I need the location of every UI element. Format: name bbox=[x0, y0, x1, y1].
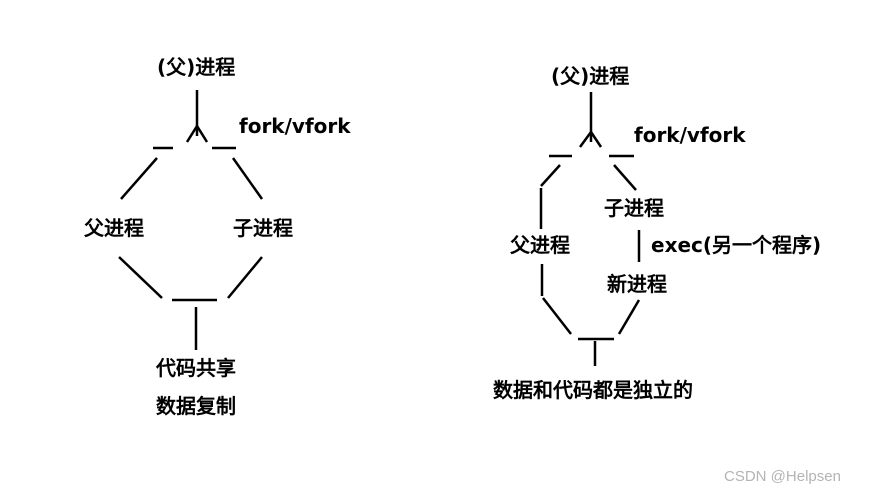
watermark-text: CSDN @Helpsen bbox=[724, 468, 841, 485]
right-result-label: 数据和代码都是独立的 bbox=[493, 378, 693, 402]
left-child-branch-label: 子进程 bbox=[233, 216, 293, 240]
right-fork-tick-left bbox=[578, 131, 593, 148]
left-lower-right-edge bbox=[227, 256, 263, 299]
right-exec-label: exec(另一个程序) bbox=[651, 233, 822, 257]
left-upper-right-edge bbox=[231, 157, 264, 200]
right-new-process-label: 新进程 bbox=[607, 272, 667, 296]
right-upper-right-edge bbox=[613, 164, 637, 191]
right-fork-label: fork/vfork bbox=[634, 123, 746, 147]
left-parent-process-label: (父)进程 bbox=[157, 55, 236, 79]
left-fork-tick-left bbox=[185, 125, 199, 143]
left-fork-tick-right bbox=[195, 125, 209, 143]
right-lower-right-edge bbox=[617, 299, 641, 335]
right-parent-branch-label: 父进程 bbox=[510, 233, 570, 257]
right-fork-tick-right bbox=[589, 131, 603, 148]
right-upper-left-edge bbox=[540, 164, 561, 187]
right-parent-process-label: (父)进程 bbox=[551, 64, 630, 88]
left-fork-label: fork/vfork bbox=[239, 114, 351, 138]
right-fork-diagram bbox=[539, 92, 641, 366]
left-result-line2: 数据复制 bbox=[156, 394, 236, 418]
left-lower-left-edge bbox=[118, 256, 163, 299]
right-lower-left-edge bbox=[542, 297, 572, 335]
left-result-line1: 代码共享 bbox=[156, 356, 236, 380]
left-fork-diagram bbox=[118, 90, 264, 350]
left-upper-left-edge bbox=[120, 157, 158, 200]
right-child-branch-label: 子进程 bbox=[604, 196, 664, 220]
left-parent-branch-label: 父进程 bbox=[84, 216, 144, 240]
